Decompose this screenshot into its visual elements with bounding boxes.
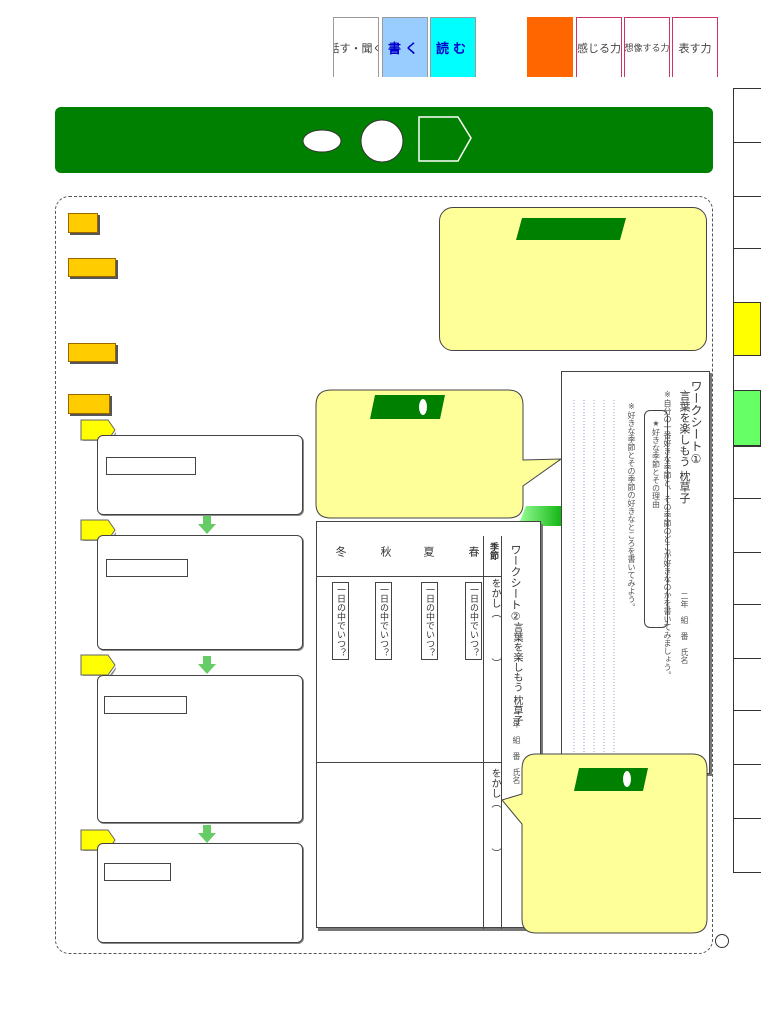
down-arrow-icon bbox=[198, 825, 216, 843]
section-tag-1 bbox=[68, 213, 98, 233]
content-frame bbox=[55, 196, 713, 954]
note-box-heading-strip bbox=[516, 218, 626, 240]
worksheet-1-ruled-lines bbox=[573, 400, 615, 770]
down-arrow-icon bbox=[198, 516, 216, 534]
side-nav-cell[interactable] bbox=[733, 658, 761, 710]
side-nav-cell[interactable] bbox=[733, 88, 761, 142]
step-label-2 bbox=[106, 559, 188, 577]
side-nav-cell[interactable] bbox=[733, 446, 761, 498]
side-nav-cell[interactable] bbox=[733, 710, 761, 764]
step-tag-3 bbox=[80, 654, 116, 676]
side-nav-cell-green[interactable] bbox=[733, 390, 761, 446]
season-summer: 夏 bbox=[422, 546, 435, 557]
speech-bubble-1 bbox=[315, 389, 563, 519]
down-arrow-icon bbox=[198, 656, 216, 674]
worksheet-2-subtitle: 言葉を楽しもう 枕草子 bbox=[511, 622, 522, 726]
worksheet-1-field-label: ★好きな季節とその理由 bbox=[651, 419, 661, 508]
side-nav-cell[interactable] bbox=[733, 498, 761, 552]
side-nav-cell[interactable] bbox=[733, 196, 761, 248]
step-label-4 bbox=[104, 863, 171, 881]
worksheet-1: ワークシート① 言葉を楽しもう 枕草子 二年 組 番 氏名 ※自分の一番好きな季… bbox=[561, 371, 710, 774]
step-box-1 bbox=[97, 435, 303, 515]
grid-middle-divider bbox=[317, 762, 502, 763]
section-tag-2 bbox=[68, 258, 116, 277]
worksheet-2-title: ワークシート② bbox=[509, 544, 522, 623]
tab-express[interactable]: 表す力 bbox=[672, 17, 718, 77]
step-box-4 bbox=[97, 843, 303, 943]
season-autumn: 秋 bbox=[379, 546, 392, 557]
side-nav-cell-yellow[interactable] bbox=[733, 302, 761, 356]
circle-marker bbox=[715, 934, 729, 948]
worksheet-1-subtitle: 言葉を楽しもう 枕草子 bbox=[678, 390, 691, 504]
step-label-1 bbox=[106, 457, 196, 475]
label-bottom-okashi: をかし（ ） bbox=[489, 768, 500, 858]
worksheet-1-title: ワークシート① bbox=[689, 380, 703, 466]
side-nav-cell[interactable] bbox=[733, 818, 761, 873]
tab-imagine[interactable]: 想像する力 bbox=[624, 17, 670, 77]
side-nav-cell[interactable] bbox=[733, 248, 761, 302]
side-nav-column bbox=[733, 88, 761, 873]
question-box-summer: 一日の中でいつ？ bbox=[421, 582, 438, 660]
grid-season-column-divider bbox=[483, 536, 484, 929]
tab-write[interactable]: 書く bbox=[382, 17, 428, 77]
note-box-top bbox=[439, 207, 707, 351]
worksheet-2-grid: 季節 をかし（ ） をかし（ ） 春 夏 秋 冬 一日の中でいつ？ 一日の中でい… bbox=[317, 536, 502, 929]
worksheet-1-instruction-2: ※好きな季節とその季節の好きなところを書いてみよう。 bbox=[627, 402, 636, 611]
tab-speak-listen[interactable]: 話す・聞く bbox=[333, 17, 379, 77]
step-label-3 bbox=[104, 696, 187, 714]
side-nav-cell[interactable] bbox=[733, 604, 761, 658]
grid-header-divider bbox=[317, 576, 502, 577]
speech-bubble-2 bbox=[501, 753, 708, 934]
side-nav-cell[interactable] bbox=[733, 552, 761, 604]
question-box-spring: 一日の中でいつ？ bbox=[465, 582, 482, 660]
worksheet-1-class-line: 二年 組 番 氏名 bbox=[680, 592, 689, 664]
season-spring: 春 bbox=[467, 546, 480, 557]
step-box-2 bbox=[97, 535, 303, 650]
worksheet-2-class-line: 二年 組 番 氏名 bbox=[512, 712, 521, 784]
question-box-winter: 一日の中でいつ？ bbox=[332, 582, 349, 660]
tab-feel[interactable]: 感じる力 bbox=[576, 17, 622, 77]
worksheet-2: ワークシート② 言葉を楽しもう 枕草子 二年 組 番 氏名 季節 をかし（ ） … bbox=[316, 521, 541, 929]
tab-orange-marker[interactable] bbox=[527, 17, 573, 77]
banner-shapes bbox=[302, 116, 472, 163]
tab-read[interactable]: 読む bbox=[430, 17, 476, 77]
section-tag-4 bbox=[68, 394, 110, 414]
title-banner bbox=[55, 107, 713, 173]
season-header: 季節 bbox=[488, 542, 498, 560]
section-tag-3 bbox=[68, 343, 116, 362]
question-box-autumn: 一日の中でいつ？ bbox=[375, 582, 392, 660]
side-nav-cell[interactable] bbox=[733, 142, 761, 196]
season-winter: 冬 bbox=[334, 546, 347, 557]
step-box-3 bbox=[97, 675, 303, 823]
side-nav-cell[interactable] bbox=[733, 764, 761, 818]
worksheet-1-answer-box: ★好きな季節とその理由 bbox=[644, 410, 668, 628]
label-top-okashi: をかし（ ） bbox=[489, 578, 500, 668]
